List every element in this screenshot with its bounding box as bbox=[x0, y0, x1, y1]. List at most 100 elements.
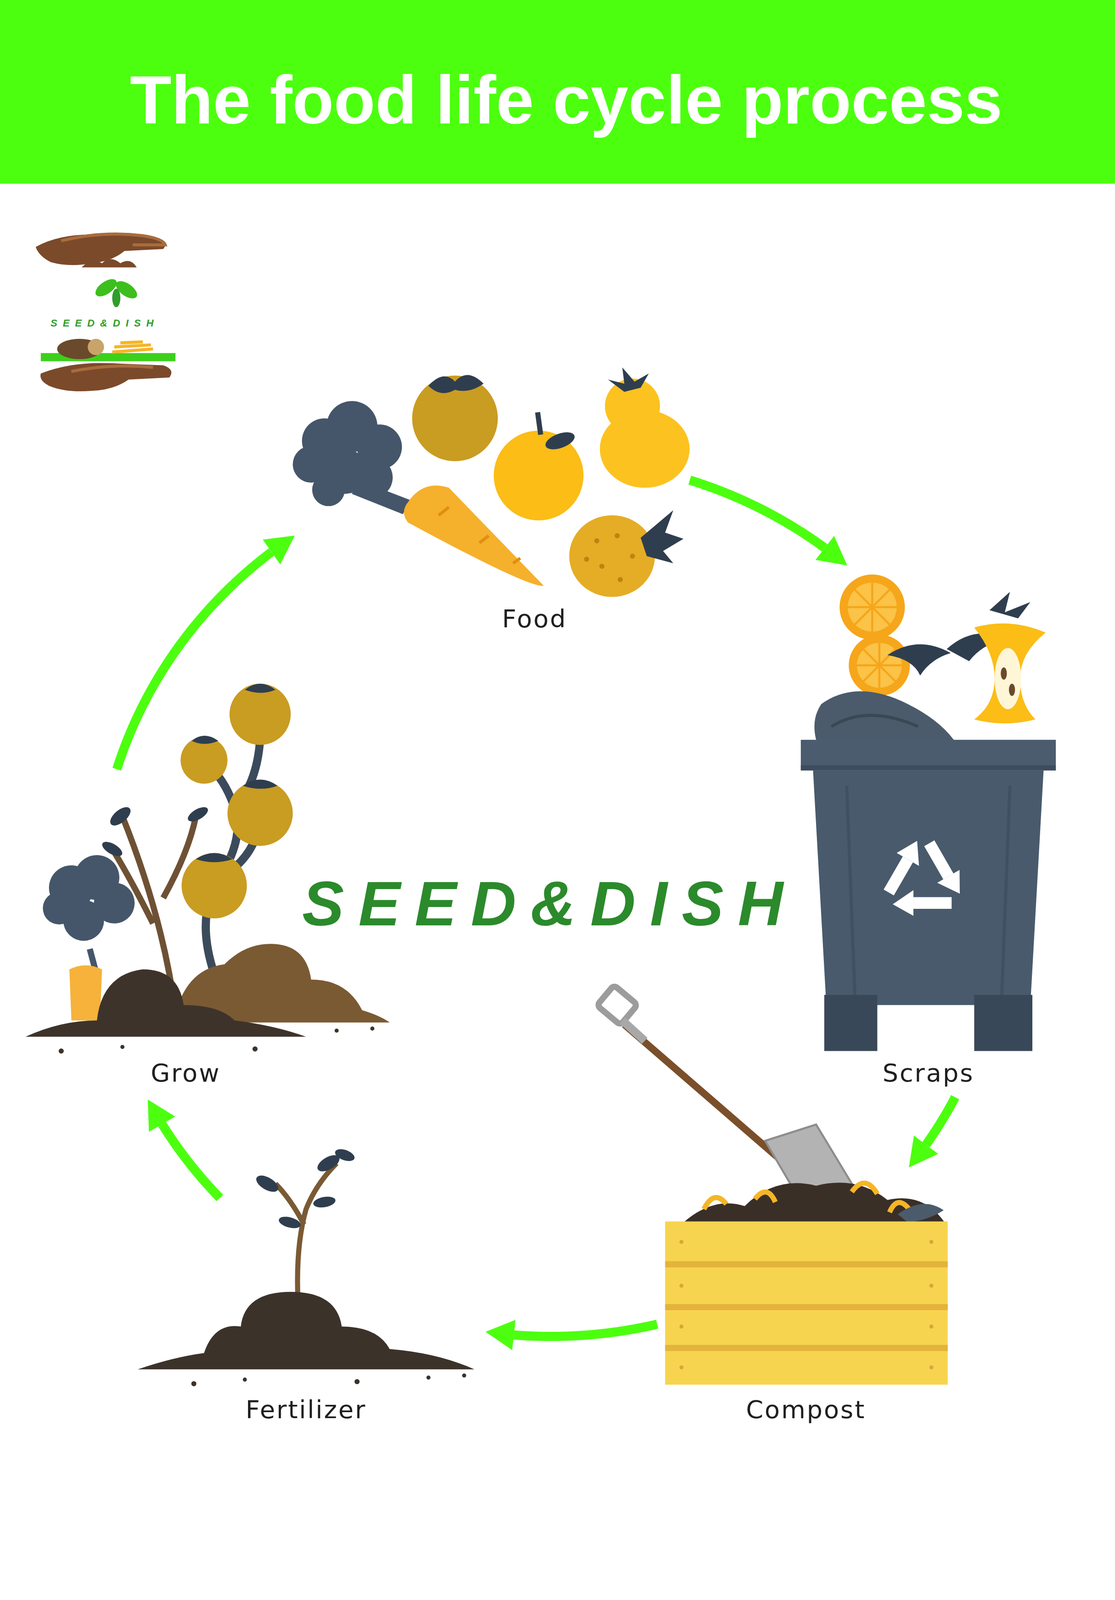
grow-illustration-part bbox=[334, 1028, 339, 1033]
compost-illustration-part bbox=[929, 1365, 934, 1370]
scraps-illustration-part bbox=[856, 642, 902, 688]
food-illustration-part bbox=[351, 456, 393, 498]
scraps-illustration-part bbox=[812, 770, 1044, 1006]
compost-illustration-part bbox=[929, 1324, 934, 1329]
grow-illustration-part bbox=[229, 683, 291, 745]
fertilizer-illustration-part bbox=[191, 1380, 197, 1386]
compost-illustration-part bbox=[664, 1261, 948, 1268]
scraps-illustration-part bbox=[1008, 683, 1015, 697]
compost-illustration-part bbox=[679, 1365, 684, 1370]
food-illustration-part bbox=[599, 563, 605, 569]
scraps-illustration-part bbox=[800, 739, 1056, 771]
food-illustration-part bbox=[537, 412, 541, 435]
fertilizer-illustration-part bbox=[253, 1172, 281, 1196]
fertilizer-illustration-part bbox=[137, 1291, 475, 1370]
stage-label: Food bbox=[501, 604, 568, 634]
grow-illustration-part bbox=[185, 804, 210, 825]
scraps-illustration-part bbox=[887, 644, 952, 676]
logo-part bbox=[112, 341, 153, 352]
scraps-illustration-part bbox=[800, 765, 1056, 771]
fertilizer-illustration-part bbox=[277, 1214, 302, 1231]
arrow-line bbox=[162, 1124, 220, 1199]
scraps-illustration-part bbox=[814, 691, 954, 740]
logo-part bbox=[112, 288, 121, 308]
scraps-illustration-part bbox=[888, 859, 908, 893]
arrow-line bbox=[513, 1323, 658, 1337]
compost-illustration-part bbox=[683, 1182, 945, 1223]
grow-illustration-part bbox=[69, 965, 102, 1021]
grow-illustration-part bbox=[100, 839, 125, 860]
logo-wordmark: SEED&DISH bbox=[45, 317, 159, 330]
compost-illustration-part bbox=[679, 1239, 934, 1370]
compost-illustration-part bbox=[664, 1221, 948, 1386]
compost-illustration-part bbox=[596, 985, 638, 1025]
compost-illustration-part bbox=[622, 1020, 645, 1041]
grow-illustration-part bbox=[25, 969, 307, 1037]
scraps-illustration-part bbox=[831, 715, 918, 727]
compost-illustration-part bbox=[679, 1239, 684, 1245]
scraps-illustration-part bbox=[848, 634, 910, 696]
stage-node: Grow bbox=[20, 775, 398, 1094]
scraps-illustration-part bbox=[974, 994, 1033, 1051]
food-illustration-part bbox=[312, 473, 345, 507]
compost-illustration-part bbox=[929, 1239, 934, 1245]
stage-node: Compost bbox=[663, 1173, 954, 1431]
scraps-illustration-part bbox=[856, 642, 902, 688]
brand-wordmark: SEED&DISH bbox=[287, 867, 798, 941]
arrow-line bbox=[925, 1097, 955, 1145]
grow-illustration-part bbox=[181, 853, 247, 919]
diagram-title: The food life cycle process bbox=[129, 61, 1003, 140]
stage-node: Food bbox=[300, 356, 684, 641]
title-bar bbox=[0, 0, 1115, 184]
scraps-illustration-part bbox=[847, 582, 897, 632]
scraps-illustration-part bbox=[937, 863, 970, 896]
food-illustration-part bbox=[608, 367, 649, 392]
grow-illustration-part bbox=[191, 735, 219, 744]
grow-illustration-part bbox=[252, 1046, 258, 1052]
fertilizer-illustration-part bbox=[312, 1194, 337, 1209]
scraps-illustration-part bbox=[1000, 667, 1007, 680]
cycle-arrow bbox=[689, 479, 848, 566]
grow-illustration-part bbox=[196, 853, 233, 863]
cycle-arrow bbox=[908, 1097, 956, 1168]
fertilizer-illustration-part bbox=[333, 1146, 356, 1164]
logo-part bbox=[35, 234, 166, 265]
scraps-illustration-part bbox=[994, 647, 1022, 710]
logo-part bbox=[61, 234, 166, 246]
scraps-illustration-part bbox=[919, 843, 958, 877]
food-illustration-part bbox=[614, 533, 620, 539]
scraps-illustration-part bbox=[896, 840, 920, 866]
scraps-illustration-part bbox=[839, 574, 905, 640]
grow-illustration-part bbox=[42, 891, 76, 925]
scraps-illustration-part bbox=[888, 840, 919, 893]
food-illustration-part bbox=[543, 428, 577, 453]
food-illustration-part bbox=[599, 410, 690, 488]
compost-illustration-part bbox=[664, 1345, 948, 1352]
food-illustration-part bbox=[584, 556, 590, 562]
stage-label: Fertilizer bbox=[245, 1395, 367, 1425]
stage-node: Scraps bbox=[795, 571, 1064, 1092]
compost-illustration-part bbox=[679, 1324, 684, 1329]
food-illustration-part bbox=[569, 515, 656, 597]
food-illustration bbox=[292, 367, 690, 597]
logo-part bbox=[40, 362, 172, 392]
scraps-illustration-part bbox=[974, 623, 1046, 724]
food-illustration-part bbox=[438, 506, 521, 564]
grow-illustration-part bbox=[58, 1048, 64, 1054]
compost-illustration bbox=[596, 985, 948, 1385]
stage-node: Fertilizer bbox=[137, 1203, 480, 1431]
logo-part bbox=[81, 259, 137, 268]
food-illustration-part bbox=[640, 510, 684, 564]
arrow-head bbox=[815, 535, 848, 566]
grow-illustration-part bbox=[120, 1044, 125, 1049]
scraps-illustration-part bbox=[891, 876, 952, 929]
cycle-arrow bbox=[116, 535, 295, 770]
food-illustration-part bbox=[428, 374, 484, 393]
scraps-illustration-part bbox=[824, 994, 878, 1051]
stage-label: Grow bbox=[150, 1058, 221, 1088]
food-illustration-part bbox=[630, 553, 636, 559]
fertilizer-illustration-part bbox=[426, 1375, 431, 1380]
compost-illustration-part bbox=[624, 1024, 792, 1170]
